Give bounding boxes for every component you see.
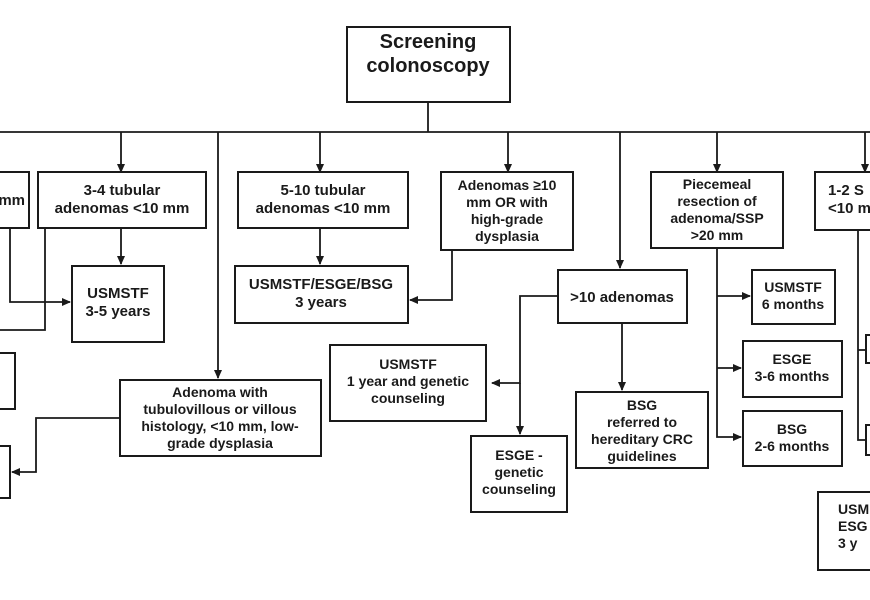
label-line: ESGE -	[495, 447, 543, 463]
label-line: 3 y	[838, 535, 858, 551]
label-line: <10 m	[828, 200, 870, 217]
label-line: hereditary CRC	[591, 431, 693, 447]
label-line: dysplasia	[475, 228, 539, 244]
node-adenoma-10mm-hgd	[440, 171, 574, 251]
label-line: adenoma/SSP	[670, 210, 763, 226]
label-line: counseling	[482, 481, 556, 497]
label-line: colonoscopy	[366, 55, 490, 77]
node-tubulovillous	[119, 379, 322, 457]
label-line: 3 years	[295, 294, 347, 311]
node-serrated-1-2	[814, 171, 870, 231]
label-line: USMSTF	[379, 356, 437, 372]
label-line: BSG	[627, 397, 657, 413]
node-boxes	[0, 26, 870, 571]
node-bsg-2-6m	[742, 410, 843, 467]
node-bsg-hereditary	[575, 391, 709, 469]
label-line: histology, <10 mm, low-	[141, 418, 299, 434]
node-tubular-5-10	[237, 171, 409, 229]
node-esge-3-6m	[742, 340, 843, 398]
label-line: 3-4 tubular	[84, 182, 161, 199]
label-line: USMSTF	[764, 279, 822, 295]
node-usmstf-1yr-genetic	[329, 344, 487, 422]
label-line: ESG	[838, 518, 868, 534]
node-right-cut-mid	[865, 334, 870, 364]
label-line: USM	[838, 501, 869, 517]
label-line: 6 months	[762, 296, 824, 312]
label-gt10-adenomas: >10 adenomas	[570, 289, 674, 306]
label-line: counseling	[371, 390, 445, 406]
node-right-cut-low	[865, 424, 870, 456]
label-line: 3-5 years	[85, 303, 150, 320]
node-usmstf-6m	[751, 269, 836, 325]
label-line: genetic	[494, 464, 543, 480]
label-left-cut-top: mm	[0, 192, 25, 209]
connector-lines	[0, 102, 870, 476]
node-left-cut-bottom	[0, 445, 11, 499]
label-line: Adenoma with	[172, 384, 268, 400]
node-tubular-3-4	[37, 171, 207, 229]
node-usmstf-esge-bsg-3	[234, 265, 409, 324]
label-line: Piecemeal	[683, 176, 752, 192]
label-line: tubulovillous or villous	[143, 401, 296, 417]
label-line: adenomas <10 mm	[55, 200, 190, 217]
label-line: 2-6 months	[755, 438, 830, 454]
node-esge-genetic	[470, 435, 568, 513]
node-usmstf-3-5	[71, 265, 165, 343]
node-screening-colonoscopy	[346, 26, 511, 103]
label-line: mm	[0, 192, 25, 209]
label-line: resection of	[677, 193, 757, 209]
label-line: BSG	[777, 421, 807, 437]
label-line: 1-2 S	[828, 182, 864, 199]
label-line: guidelines	[607, 448, 676, 464]
label-line: high-grade	[471, 211, 544, 227]
label-line: ESGE	[773, 351, 812, 367]
label-line: Adenomas ≥10	[458, 177, 557, 193]
label-line: grade dysplasia	[167, 435, 273, 451]
label-line: referred to	[607, 414, 677, 430]
node-left-cut-mid	[0, 352, 16, 410]
label-serrated-1-2: 1-2 S<10 m	[828, 182, 870, 217]
label-line: USMSTF	[87, 285, 149, 302]
label-line: 5-10 tubular	[280, 182, 365, 199]
node-gt10-adenomas	[557, 269, 688, 324]
label-line: Screening	[380, 31, 477, 53]
node-usm-esg-3y-cut	[817, 491, 870, 571]
node-piecemeal	[650, 171, 784, 249]
label-line: 1 year and genetic	[347, 373, 469, 389]
label-line: mm OR with	[466, 194, 548, 210]
label-line: adenomas <10 mm	[256, 200, 391, 217]
label-line: 3-6 months	[755, 368, 830, 384]
label-line: >10 adenomas	[570, 289, 674, 306]
label-line: USMSTF/ESGE/BSG	[249, 276, 393, 293]
label-line: >20 mm	[691, 227, 744, 243]
node-left-cut-top	[0, 171, 30, 229]
